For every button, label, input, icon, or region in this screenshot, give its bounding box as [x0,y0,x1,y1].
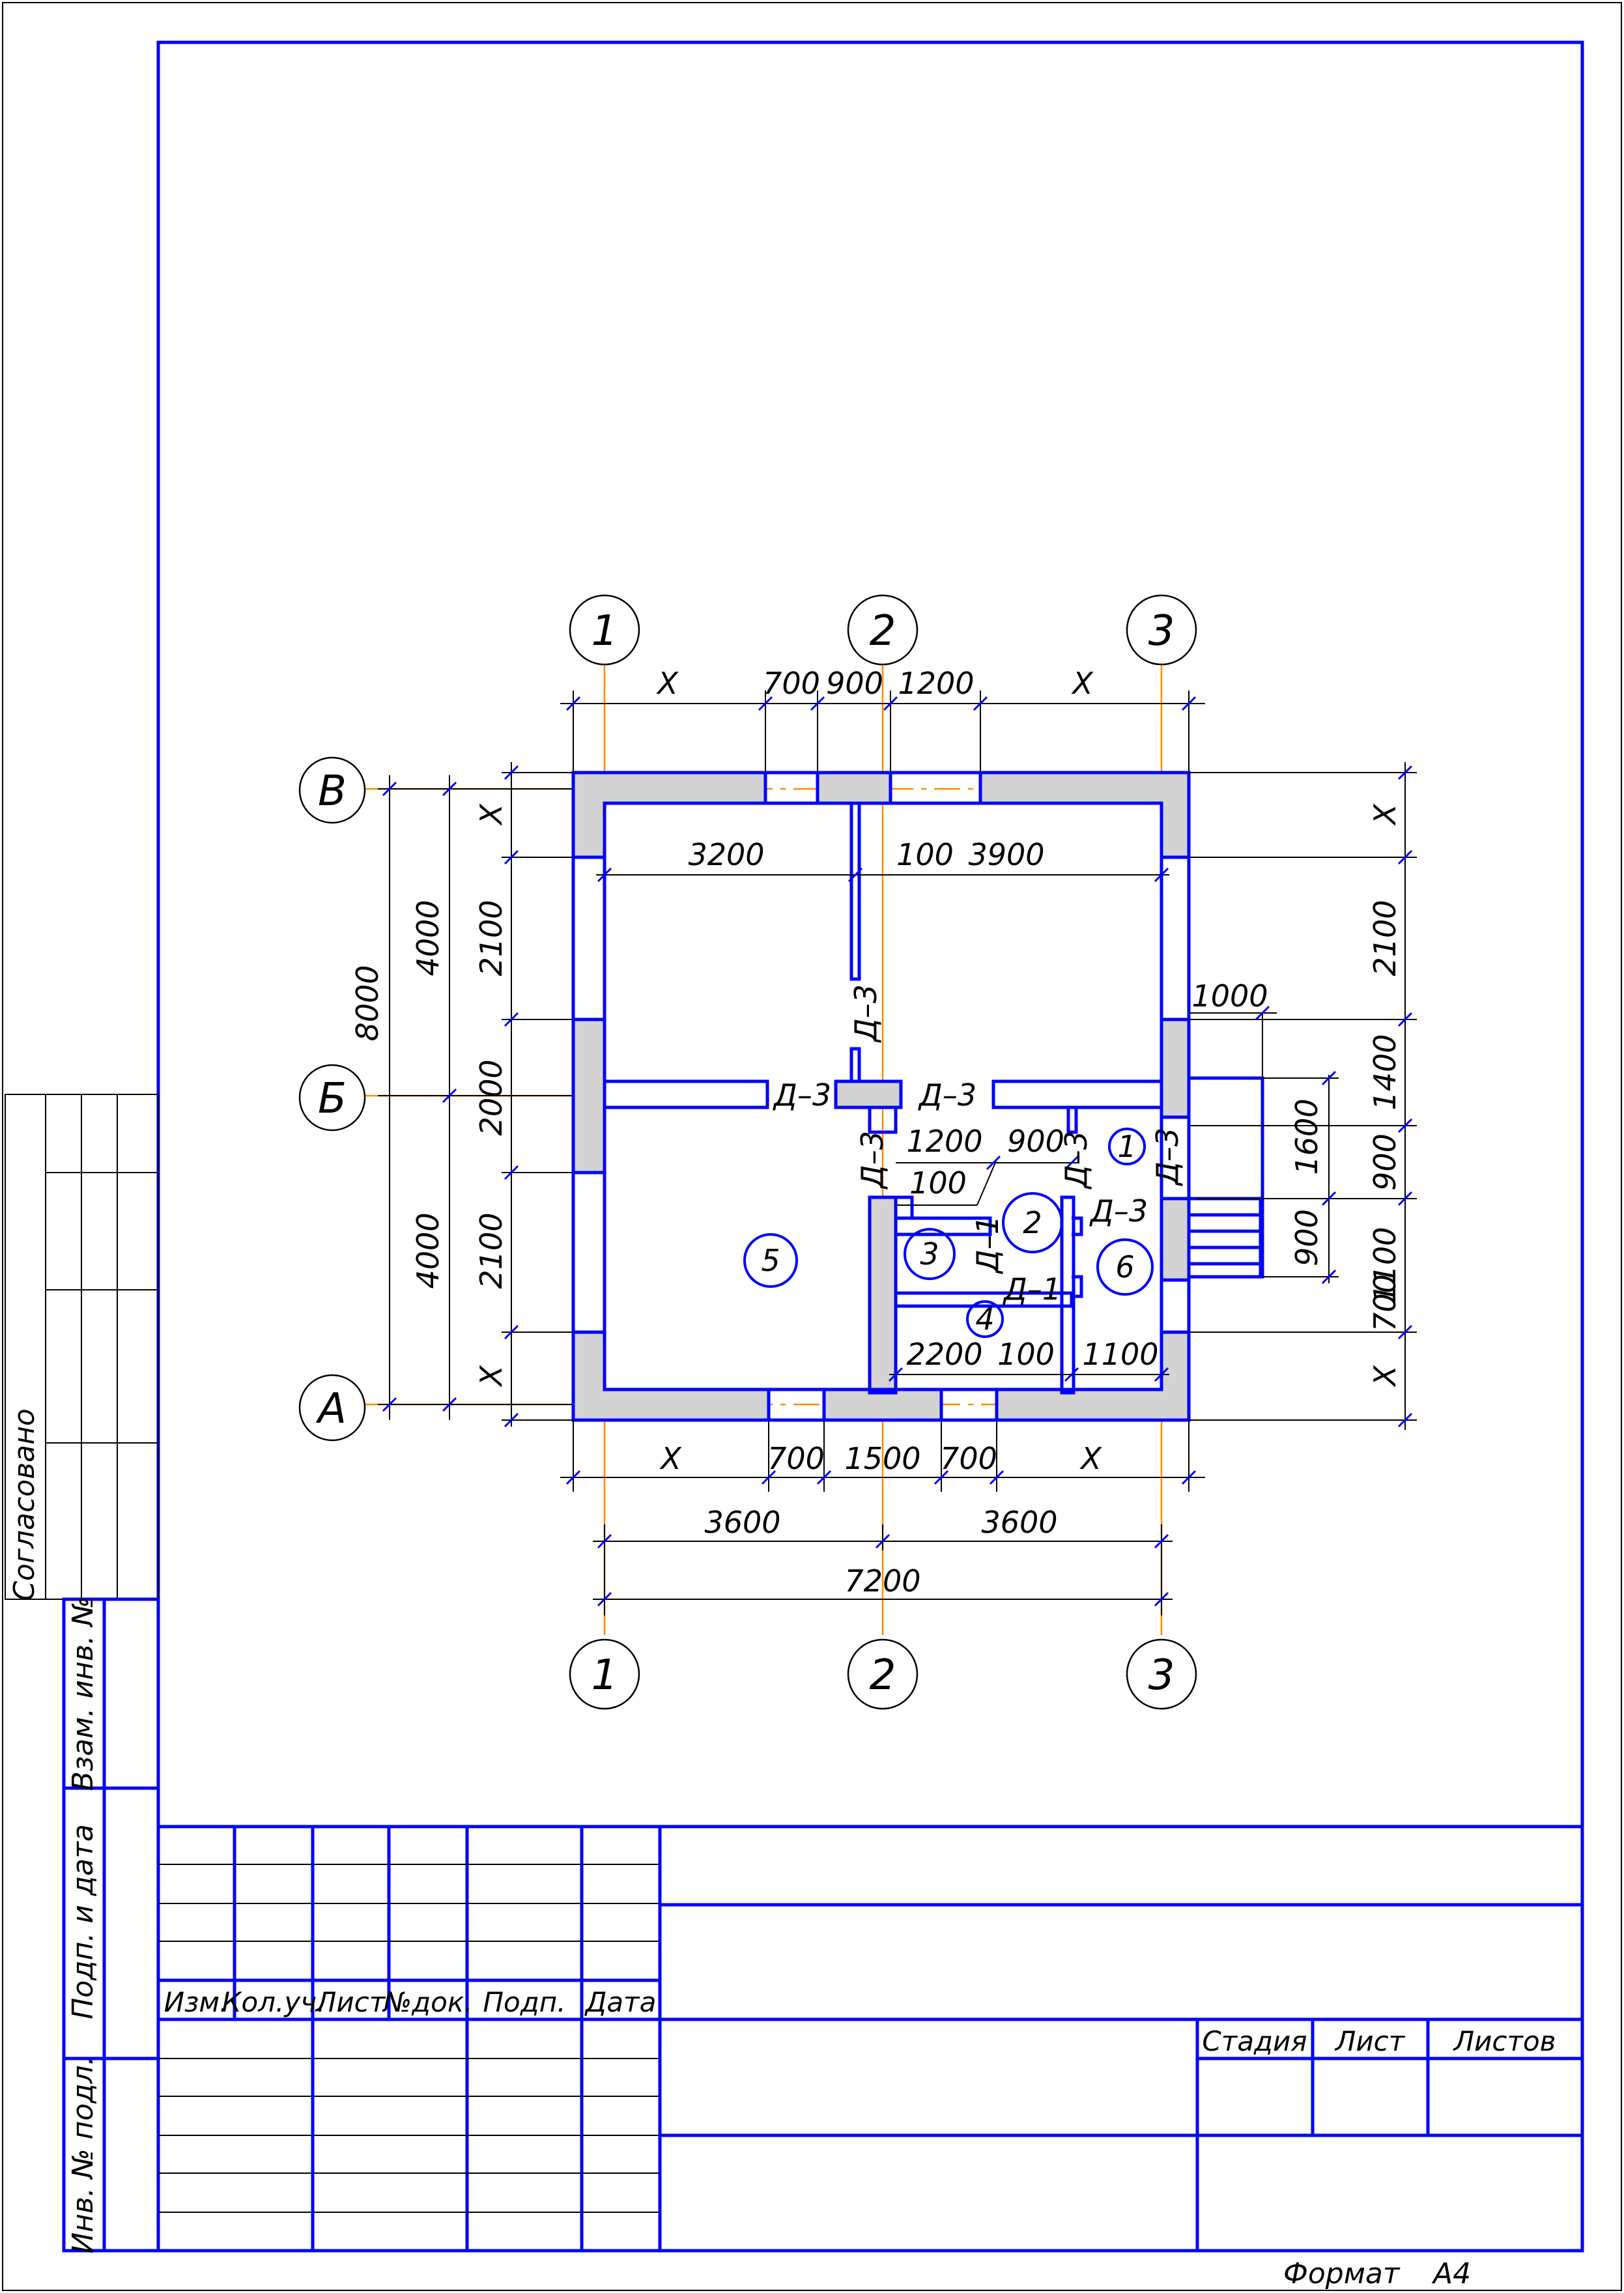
dim-left-in-0: Х [474,803,509,826]
dim-left-outer: 8000 [350,965,385,1041]
dim-left-in-3: 2100 [474,1212,509,1289]
axis-2-top: 2 [870,607,896,655]
dim-top-2: 900 [826,666,883,701]
title-block [158,1825,1582,2251]
stamp-header-4: Подп. [483,1986,565,2018]
format-value: А4 [1431,2257,1471,2290]
door-d3-bath-right: Д–3 [1059,1131,1094,1189]
dim-top-4: Х [1071,666,1094,701]
dim-left-in-1: 2100 [474,900,509,976]
dim-porch: 1000 [1191,978,1268,1014]
room-4: 4 [975,1302,994,1337]
dim-left-in-2: 2000 [474,1059,509,1135]
room-5: 5 [761,1243,780,1278]
dim-right-6: Х [1367,1365,1403,1388]
dim-right-0: Х [1367,803,1403,826]
door-d3-bath-left: Д–3 [855,1131,890,1189]
dim-900: 900 [1007,1124,1064,1159]
dim-1200: 1200 [906,1124,982,1159]
dim-half-right: 3600 [981,1505,1057,1540]
axis-a: А [315,1385,347,1433]
door-d3-hall: Д–3 [1089,1193,1148,1229]
dim-right-in-0: 1600 [1289,1098,1324,1175]
dim-3200: 3200 [688,837,764,872]
door-d3-right: Д–3 [918,1077,976,1113]
dim-100-mid: 100 [909,1165,967,1201]
door-d1-low: Д–1 [1003,1272,1061,1307]
dim-100-low: 100 [997,1337,1055,1372]
side-inv-orig: Инв. № подл. [66,2056,100,2254]
dim-left-mid-1: 4000 [410,1212,446,1289]
side-agreed: Согласовано [8,1408,41,1601]
dim-bottom-1: 700 [767,1441,825,1476]
door-d3-vertical: Д–3 [848,984,883,1043]
stamp-sheets: Листов [1453,2025,1556,2057]
axis-b: Б [318,1075,347,1123]
room-1: 1 [1117,1129,1136,1164]
axis-3-bottom: 3 [1148,1651,1175,1700]
dim-right-2: 1400 [1367,1034,1403,1110]
stamp-sheet: Лист [1334,2025,1406,2057]
side-replace: Взам. инв. № [66,1597,100,1791]
axis-bubbles [298,594,1197,1710]
room-3: 3 [920,1236,939,1272]
dim-top-3: 1200 [898,666,974,701]
room-markers [743,1128,1154,1338]
title-block-thin [158,1864,660,2213]
side-columns [62,1597,160,2253]
dim-total: 7200 [844,1563,920,1599]
floor-plan [571,771,1264,1422]
axis-1-bottom: 1 [591,1651,618,1700]
dimension-lines [378,691,1417,1616]
door-d3-entry: Д–3 [1150,1128,1185,1186]
dim-right-in-1: 900 [1289,1209,1324,1266]
stamp-header-1: Кол.уч. [222,1986,326,2018]
dim-left-in-4: Х [474,1365,509,1388]
dim-top-0: Х [656,666,679,701]
dim-left-mid-0: 4000 [410,900,446,976]
format-label: Формат [1283,2257,1401,2290]
dim-bottom-3: 700 [940,1441,997,1476]
room-6: 6 [1115,1249,1134,1285]
room-2: 2 [1023,1205,1042,1240]
axis-2-bottom: 2 [870,1651,896,1700]
stamp-stage: Стадия [1202,2025,1307,2057]
dim-3900: 3900 [968,837,1044,872]
dim-bottom-0: Х [659,1441,682,1476]
stamp-header-0: Изм. [164,1986,229,2018]
axis-v: В [318,767,347,816]
axis-3-top: 3 [1148,607,1175,655]
dim-right-3: 900 [1367,1133,1403,1191]
dim-1100: 1100 [1082,1337,1158,1372]
dim-right-4: 1100 [1367,1227,1403,1303]
stamp-header-2: Лист [315,1986,386,2018]
dim-top-1: 700 [763,666,820,701]
dim-2200: 2200 [906,1337,982,1372]
dim-100-top: 100 [896,837,954,872]
dim-bottom-2: 1500 [844,1441,920,1476]
door-d3-center: Д–3 [773,1077,831,1113]
dim-bottom-4: Х [1079,1441,1102,1476]
stamp-header-3: №док. [382,1986,472,2018]
axis-1-top: 1 [591,607,618,655]
door-d1-mid: Д–1 [970,1216,1005,1274]
dim-right-1: 2100 [1367,900,1403,976]
dim-half-left: 3600 [704,1505,780,1540]
dim-right-5: 700 [1367,1274,1403,1332]
side-sign-date: Подп. и дата [66,1824,100,2019]
stamp-header-5: Дата [584,1986,657,2018]
